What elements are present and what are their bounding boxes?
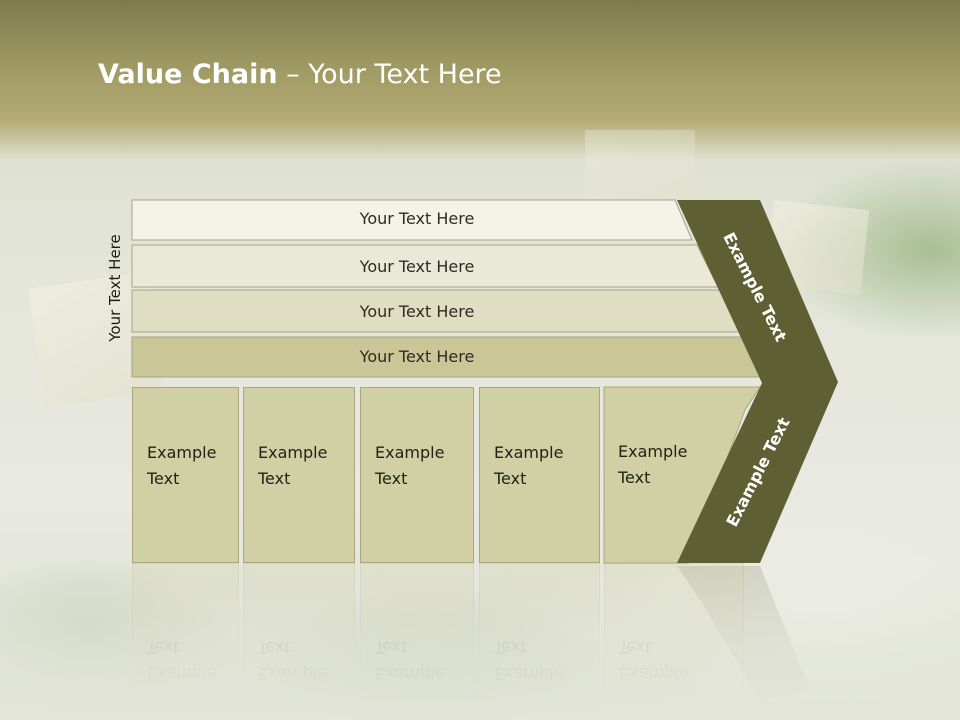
title-bold: Value Chain — [98, 59, 278, 90]
slide-title: Value Chain – Your Text Here — [98, 55, 502, 95]
chevron-reflection — [677, 566, 810, 700]
row-label-4: Your Text Here — [359, 347, 475, 366]
row-label-2: Your Text Here — [359, 257, 475, 276]
row-label-1: Your Text Here — [359, 209, 475, 228]
activity-cell-2: Example Text — [243, 387, 355, 563]
activity-cell-text: Example Text — [375, 443, 445, 488]
activity-cell-text: Example Text — [258, 443, 328, 488]
activity-cell-text: Example Text — [494, 443, 564, 488]
activity-cell-4: Example Text — [479, 387, 600, 563]
activity-cell-1: Example Text — [132, 387, 239, 563]
row-bar-1 — [131, 199, 693, 241]
title-rest: – Your Text Here — [277, 59, 502, 90]
activity-cell-text: Example Text — [618, 442, 688, 487]
background-cube — [585, 130, 695, 200]
activity-cell-text: Example Text — [147, 443, 217, 488]
activity-cell-5: Example Text — [604, 387, 744, 563]
title-band — [0, 0, 960, 160]
activity-cell-3: Example Text — [360, 387, 474, 563]
row-label-3: Your Text Here — [359, 302, 475, 321]
chevron-arrow — [677, 200, 838, 563]
